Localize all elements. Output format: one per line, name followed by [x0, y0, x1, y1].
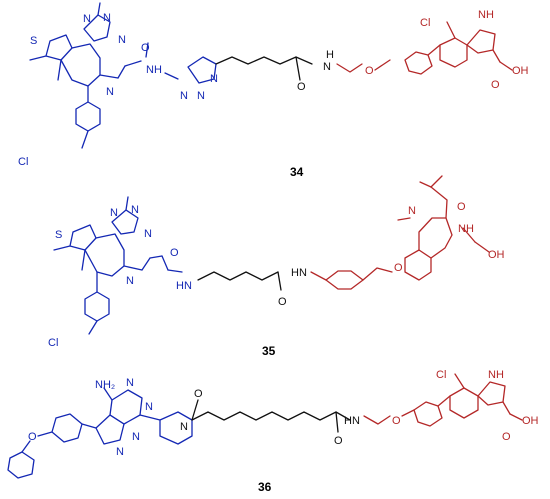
atom-tn1: N: [180, 90, 188, 102]
compound-35-linker: [197, 271, 282, 291]
compound-36-linker: [191, 399, 351, 433]
atom-nh-indole: NH: [488, 369, 504, 381]
atom-n1: N: [110, 207, 118, 219]
atom-o2: O: [334, 435, 343, 447]
atom-s: S: [30, 35, 37, 47]
atom-tn3: N: [210, 73, 218, 85]
atom-oh: OH: [488, 249, 505, 261]
atom-o-phenoxy: O: [28, 431, 37, 443]
compound-34-ligand: [336, 21, 513, 75]
atom-n1: N: [126, 377, 134, 389]
atom-n-h3: N: [458, 223, 466, 235]
atom-n-amide: N: [323, 61, 331, 73]
atom-h-amide: H: [344, 415, 352, 427]
compound-35-warhead: [53, 196, 183, 335]
atom-nh-indole: NH: [478, 9, 494, 21]
atom-n3: N: [144, 228, 152, 240]
atom-o-acid: O: [502, 431, 511, 443]
compound-36-warhead: [7, 387, 193, 479]
atom-tn2: N: [197, 90, 205, 102]
atom-o1: O: [170, 247, 179, 259]
atom-h2: H: [291, 267, 299, 279]
atom-h3: H: [466, 223, 474, 235]
atom-n-h2: N: [299, 267, 307, 279]
atom-o1: O: [141, 42, 150, 54]
atom-cl: Cl: [18, 156, 28, 168]
atom-n-h1: N: [184, 280, 192, 292]
atom-o3: O: [392, 415, 401, 427]
compound-36: NH₂ N N N N O N O O N H O Cl NH: [7, 369, 539, 494]
atom-n1: N: [83, 13, 91, 25]
atom-n2: N: [145, 401, 153, 413]
atom-n-methyl: N: [408, 205, 416, 217]
atom-oh: OH: [512, 65, 529, 77]
atom-n4: N: [116, 446, 124, 458]
atom-nh: NH: [146, 64, 162, 76]
compound-34-number: 34: [290, 165, 304, 179]
atom-o3: O: [394, 262, 403, 274]
compound-36-ligand: [363, 373, 523, 427]
atom-h-amide: H: [326, 49, 334, 61]
compound-35-number: 35: [262, 344, 276, 358]
atom-cl2: Cl: [420, 17, 430, 29]
atom-cl: Cl: [436, 369, 446, 381]
atom-oh: OH: [522, 415, 539, 427]
atom-n3: N: [118, 34, 126, 46]
atom-n4: N: [126, 275, 134, 287]
compound-34: S N N N N O NH Cl N N N N H O O: [18, 2, 529, 179]
compound-35: S N N N N O Cl N H O N H O: [48, 175, 505, 358]
atom-s: S: [55, 229, 62, 241]
atom-n-piperidine: N: [180, 421, 188, 433]
atom-n2: N: [103, 12, 111, 24]
atom-h1: H: [176, 280, 184, 292]
atom-o2: O: [297, 81, 306, 93]
atom-n3: N: [132, 431, 140, 443]
atom-n2: N: [131, 204, 139, 216]
atom-o1: O: [194, 388, 203, 400]
atom-o2: O: [278, 296, 287, 308]
atom-o-acid: O: [491, 79, 500, 91]
atom-o4: O: [457, 201, 466, 213]
compound-34-warhead: [29, 2, 217, 149]
atom-n4: N: [106, 86, 114, 98]
compound-35-ligand: [310, 175, 490, 290]
atom-o3: O: [365, 65, 374, 77]
compound-36-number: 36: [258, 480, 272, 494]
compound-34-linker: [215, 56, 313, 81]
atom-cl: Cl: [48, 337, 58, 349]
atom-nh2: NH₂: [95, 379, 115, 391]
atom-n-amide: N: [352, 415, 360, 427]
